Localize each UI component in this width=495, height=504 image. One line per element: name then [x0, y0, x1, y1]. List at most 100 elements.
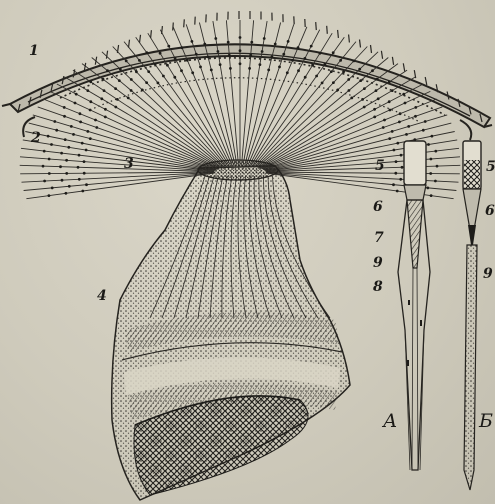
pigment-dot [114, 87, 117, 90]
pigment-dot [173, 76, 176, 79]
pigment-dot [429, 172, 432, 175]
pigment-dot [60, 152, 63, 155]
pigment-dot [332, 51, 335, 54]
pigment-dot [210, 69, 213, 72]
pigment-dot [396, 190, 399, 193]
ommatidium-a-label-8: 8 [373, 280, 383, 294]
pigment-dot [219, 63, 222, 66]
pigment-dot [43, 150, 46, 153]
ommatidium-b-label-9: 9 [483, 267, 493, 281]
label-1: 1 [29, 44, 39, 58]
pigment-dot [352, 60, 355, 63]
pigment-dot [53, 120, 56, 123]
pigment-dot [383, 119, 386, 122]
pigment-dot [118, 79, 121, 82]
pigment-dot [48, 172, 51, 175]
pigment-dot [81, 142, 84, 145]
pigment-dot [395, 160, 398, 163]
pigment-dot [199, 66, 202, 69]
facet-tick [360, 40, 361, 48]
pigment-dot [297, 46, 300, 49]
facet-tick [338, 30, 339, 38]
pigment-dot [48, 194, 51, 197]
pigment-dot [389, 109, 392, 112]
facet-tick [151, 30, 152, 38]
pigment-dot [347, 78, 350, 81]
facet-tick [381, 51, 382, 59]
pigment-dot [162, 75, 165, 78]
pigment-dot [373, 116, 376, 119]
facet-tick [327, 26, 328, 34]
pigment-dot [396, 142, 399, 145]
pigment-dot [167, 45, 170, 48]
pigment-dot [398, 121, 401, 124]
pigment-dot [434, 180, 437, 183]
pigment-dot [239, 36, 242, 39]
pigment-dot [94, 119, 97, 122]
pigment-dot [239, 62, 242, 65]
ommatidium-b-label-5: 5 [486, 160, 495, 174]
pigment-dot [278, 66, 281, 69]
pigment-dot [394, 172, 397, 175]
pigment-dot [89, 137, 92, 140]
pigment-dot [145, 81, 148, 84]
pigment-dot [159, 52, 162, 55]
pigment-dot [64, 138, 67, 141]
pigment-dot [330, 70, 333, 73]
pigment-dot [85, 149, 88, 152]
pigment-dot [95, 126, 98, 129]
pigment-dot [348, 89, 351, 92]
pigment-dot [119, 68, 122, 71]
pigment-dot [375, 89, 378, 92]
pigment-dot [51, 187, 54, 190]
pigment-dot [103, 89, 106, 92]
label-3: 3 [124, 157, 134, 171]
pigment-dot [430, 194, 433, 197]
optic-lobe [112, 160, 350, 500]
pigment-dot [321, 82, 324, 85]
pigment-dot [63, 115, 66, 118]
pigment-dot [191, 71, 194, 74]
pigment-dot [104, 108, 107, 111]
pigment-dot [68, 185, 71, 188]
pigment-dot [261, 50, 264, 53]
pigment-dot [297, 69, 300, 72]
pigment-dot [130, 78, 133, 81]
ommatidium-a-caption: А [383, 412, 397, 431]
ommatidium-a-label-9: 9 [373, 256, 383, 270]
pigment-dot [436, 165, 439, 168]
pigment-dot [377, 97, 380, 100]
pigment-dot [401, 166, 404, 169]
pigment-dot [388, 137, 391, 140]
pigment-dot [74, 102, 77, 105]
pigment-dot [332, 81, 335, 84]
ommatidium-a-label-6: 6 [373, 200, 383, 214]
pigment-dot [287, 40, 290, 43]
pigment-dot [400, 154, 403, 157]
pigment-dot [342, 70, 345, 73]
facet-tick [184, 19, 185, 27]
pigment-dot [249, 54, 252, 57]
facet-tick [371, 45, 372, 53]
ommatidium-a-lens [404, 141, 426, 185]
pigment-dot [106, 69, 109, 72]
pigment-dot [217, 50, 220, 53]
pigment-dot [291, 59, 294, 62]
pigment-dot [271, 56, 274, 59]
pigment-dot [61, 179, 64, 182]
pigment-dot [67, 146, 70, 149]
ommatidium-b-label-6: 6 [485, 204, 495, 218]
pigment-dot [274, 43, 277, 46]
pigment-dot [147, 70, 150, 73]
pigment-dot [304, 57, 307, 60]
facet-tick [316, 22, 317, 30]
pigment-dot [89, 100, 92, 103]
pigment-dot [77, 166, 80, 169]
pigment-dot [63, 106, 66, 109]
ommatidium-b [463, 141, 481, 490]
pigment-dot [145, 51, 148, 54]
pigment-dot [267, 69, 270, 72]
pigment-dot [399, 178, 402, 181]
facet-tick [392, 57, 393, 65]
